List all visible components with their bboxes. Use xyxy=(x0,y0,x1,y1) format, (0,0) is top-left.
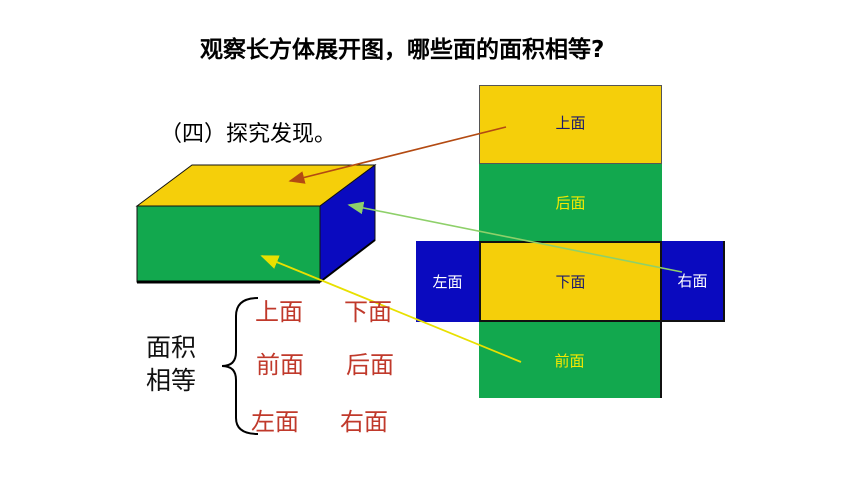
net-front-label: 前面 xyxy=(554,351,585,370)
equal-area-label-line2: 相等 xyxy=(146,366,197,395)
net-bottom-face: 下面 xyxy=(479,241,662,322)
net-back-label: 后面 xyxy=(555,194,586,212)
net-right-face: 右面 xyxy=(662,241,725,322)
cuboid-front-face xyxy=(136,205,321,283)
net-top-label: 上面 xyxy=(555,114,586,132)
net-left-face: 左面 xyxy=(416,241,479,322)
arrow-top-face xyxy=(288,126,507,184)
pair-3-b: 右面 xyxy=(340,408,388,436)
pair-2-a: 前面 xyxy=(256,351,304,379)
net-top-face: 上面 xyxy=(479,85,662,164)
pair-3-a: 左面 xyxy=(251,408,299,436)
curly-brace xyxy=(221,297,259,435)
pair-1-a: 上面 xyxy=(255,298,303,326)
net-front-face: 前面 xyxy=(479,322,662,398)
equal-area-label-line1: 面积 xyxy=(146,333,197,362)
arrow-front-face xyxy=(260,255,522,363)
net-back-face: 后面 xyxy=(479,164,662,241)
arrow-right-face xyxy=(347,201,683,273)
net-left-label: 左面 xyxy=(432,273,463,291)
page-title: 观察长方体展开图，哪些面的面积相等? xyxy=(200,37,605,63)
equal-area-label: 面积 相等 xyxy=(146,331,206,397)
pair-2-b: 后面 xyxy=(346,351,394,379)
net-right-label: 右面 xyxy=(677,272,708,290)
section-heading: （四）探究发现。 xyxy=(160,122,337,147)
pair-1-b: 下面 xyxy=(344,298,392,326)
net-bottom-label: 下面 xyxy=(555,273,586,291)
